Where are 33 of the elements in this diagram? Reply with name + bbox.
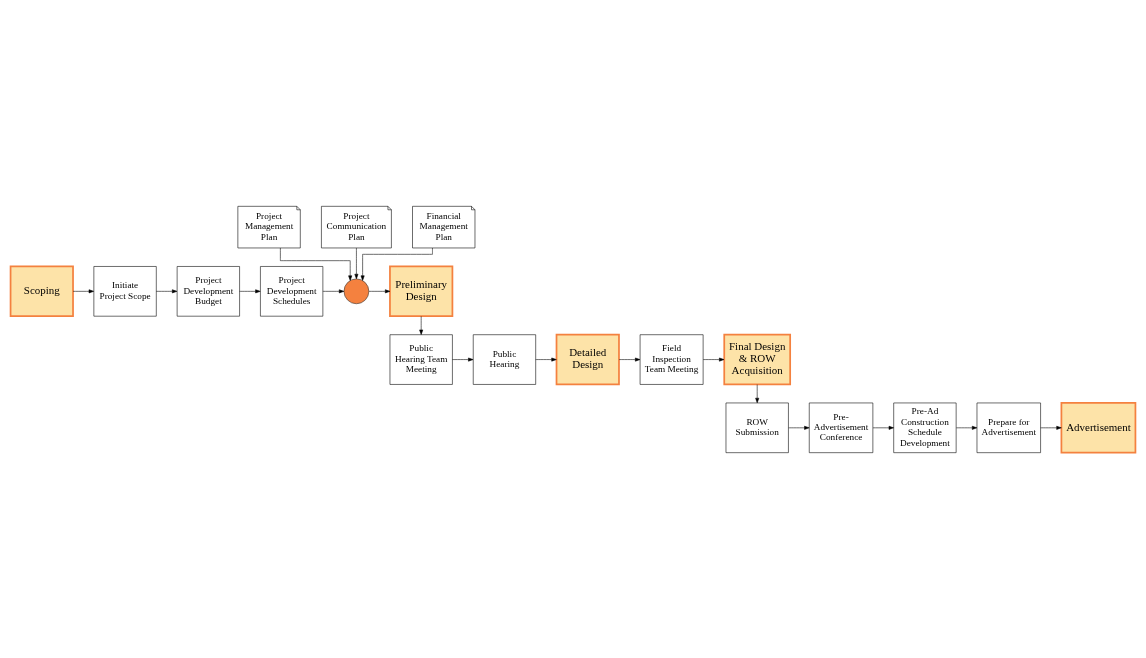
arrow (702, 357, 725, 361)
node-box: Prepare for Advertisement (976, 402, 1041, 453)
arrow (360, 247, 433, 281)
node-box: Project Development Budget (176, 265, 240, 316)
node-box: Scoping (9, 265, 74, 317)
arrow (354, 247, 359, 279)
arrow (535, 357, 557, 361)
node-box: Public Hearing Team Meeting (389, 333, 453, 385)
arrow (322, 288, 345, 293)
arrow (419, 315, 424, 335)
arrow (755, 383, 760, 403)
arrow (618, 357, 641, 361)
node-box: Public Hearing (472, 333, 536, 385)
node-box: ROW Submission (725, 402, 789, 453)
node-box: Detailed Design (555, 333, 620, 385)
node-box: Advertisement (1060, 401, 1137, 454)
arrow (452, 357, 474, 361)
arrow (872, 425, 894, 430)
arrow (156, 288, 178, 293)
node-circle (343, 278, 370, 304)
arrow (956, 425, 978, 430)
arrow (788, 425, 810, 430)
node-box: Preliminary Design (389, 265, 454, 317)
node-box: Project Development Schedules (260, 265, 324, 316)
node-box: Field Inspection Team Meeting (639, 333, 704, 385)
arrow (239, 288, 261, 293)
arrow (368, 288, 391, 293)
arrow (72, 288, 94, 293)
node-box: Final Design & ROW Acquisition (723, 333, 792, 385)
arrow (1040, 425, 1062, 430)
node-box: Pre-Advertisement Conference (808, 402, 874, 453)
node-box: Initiate Project Scope (93, 265, 157, 316)
node-box: Pre-Ad Construction Schedule Development (893, 402, 957, 453)
